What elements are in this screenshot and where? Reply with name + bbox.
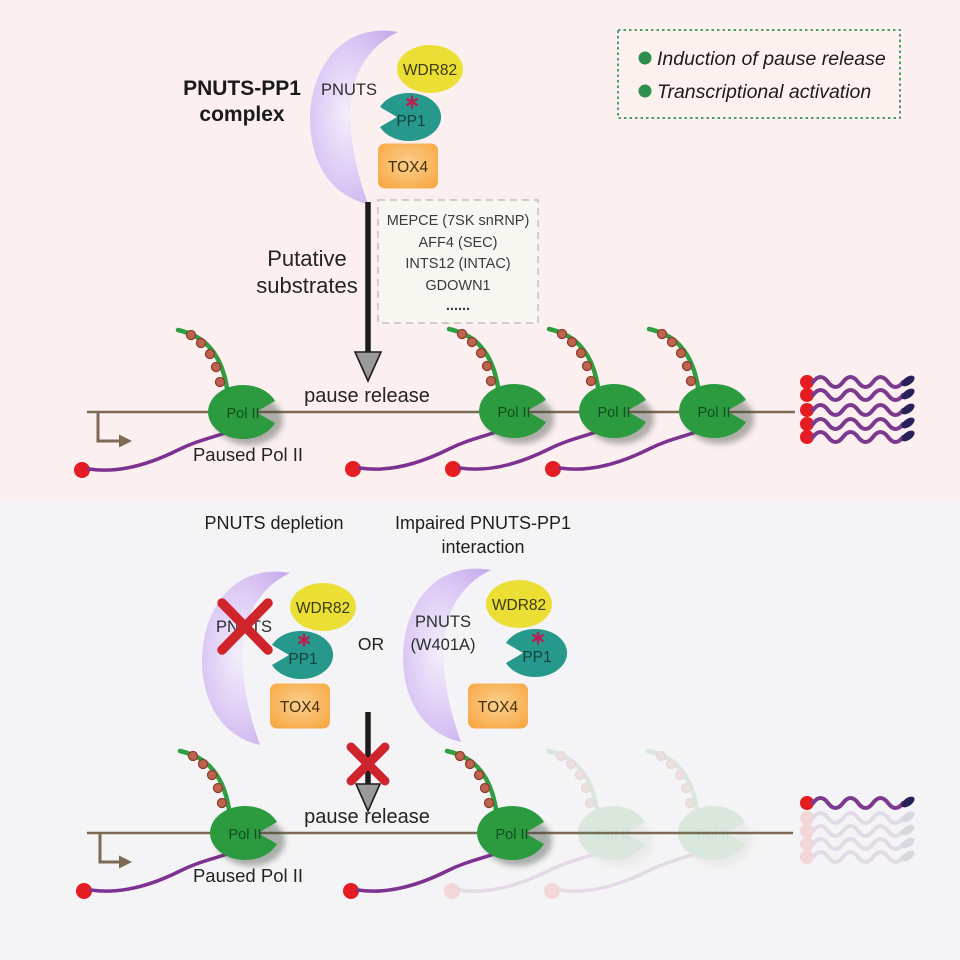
pause-release-label: pause release [304, 806, 430, 828]
tss-bend [96, 413, 119, 443]
putative-substrates-label: Putative [267, 246, 347, 271]
complex-title: complex [199, 103, 285, 126]
blocked-arrow-icon [346, 712, 390, 813]
complex-title: PNUTS-PP1 [183, 77, 301, 100]
tox4 [378, 143, 438, 189]
bottom-section-bg [0, 500, 960, 960]
pnuts-depletion-title: PNUTS depletion [204, 513, 343, 533]
substrate-item: ...... [446, 298, 470, 314]
wdr82 [397, 45, 463, 93]
top-gene-track: pause release Paused Pol II [72, 329, 919, 480]
red-x-icon [217, 598, 273, 655]
putative-substrates-label: substrates [256, 273, 358, 298]
mutant-complex: PNUTS (W401A) [403, 568, 569, 742]
wdr82 [290, 583, 356, 631]
legend-border [617, 29, 901, 119]
pause-release-label: pause release [304, 385, 430, 407]
pnuts-pp1-complex: PNUTS-PP1 complex PNUTS [183, 30, 463, 204]
tss-head [119, 855, 132, 869]
substrate-item: INTS12 (INTAC) [405, 256, 510, 272]
pnuts-mutant-label: (W401A) [410, 636, 475, 654]
legend-bullet [638, 84, 652, 98]
tss-arrow-icon [96, 413, 132, 448]
bottom-gene-track: pause release Paused Pol II [74, 751, 919, 901]
legend-item-label: Transcriptional activation [657, 81, 871, 103]
legend-item-label: Induction of pause release [657, 48, 886, 70]
substrate-item: MEPCE (7SK snRNP) [387, 213, 530, 229]
paused-pol2-label: Paused Pol II [193, 444, 303, 465]
or-label: OR [358, 634, 384, 654]
wdr82 [486, 580, 552, 628]
paused-pol2-label: Paused Pol II [193, 865, 303, 886]
pnuts-mutant-label: PNUTS [415, 613, 471, 631]
impaired-interaction-title: interaction [441, 537, 524, 557]
arrow-head [354, 783, 382, 813]
tox4 [468, 683, 528, 729]
tss-arrow-icon [98, 834, 132, 869]
pnuts-label: PNUTS [321, 81, 377, 99]
depleted-complex: PNUTS [202, 571, 356, 745]
substrates-box: MEPCE (7SK snRNP) AFF4 (SEC) INTS12 (INT… [377, 199, 539, 324]
impaired-interaction-title: Impaired PNUTS-PP1 [395, 513, 571, 533]
legend: Induction of pause release Transcription… [617, 29, 901, 119]
substrate-item: AFF4 (SEC) [419, 235, 498, 251]
legend-bullet [638, 51, 652, 65]
arrow-head [353, 351, 383, 383]
red-x-icon [346, 742, 390, 786]
substrates-box-border [377, 199, 539, 324]
substrates-arrow-icon [353, 202, 383, 383]
tox4 [270, 683, 330, 729]
tss-bend [98, 834, 119, 864]
substrate-item: GDOWN1 [425, 278, 490, 294]
tss-head [119, 434, 132, 448]
